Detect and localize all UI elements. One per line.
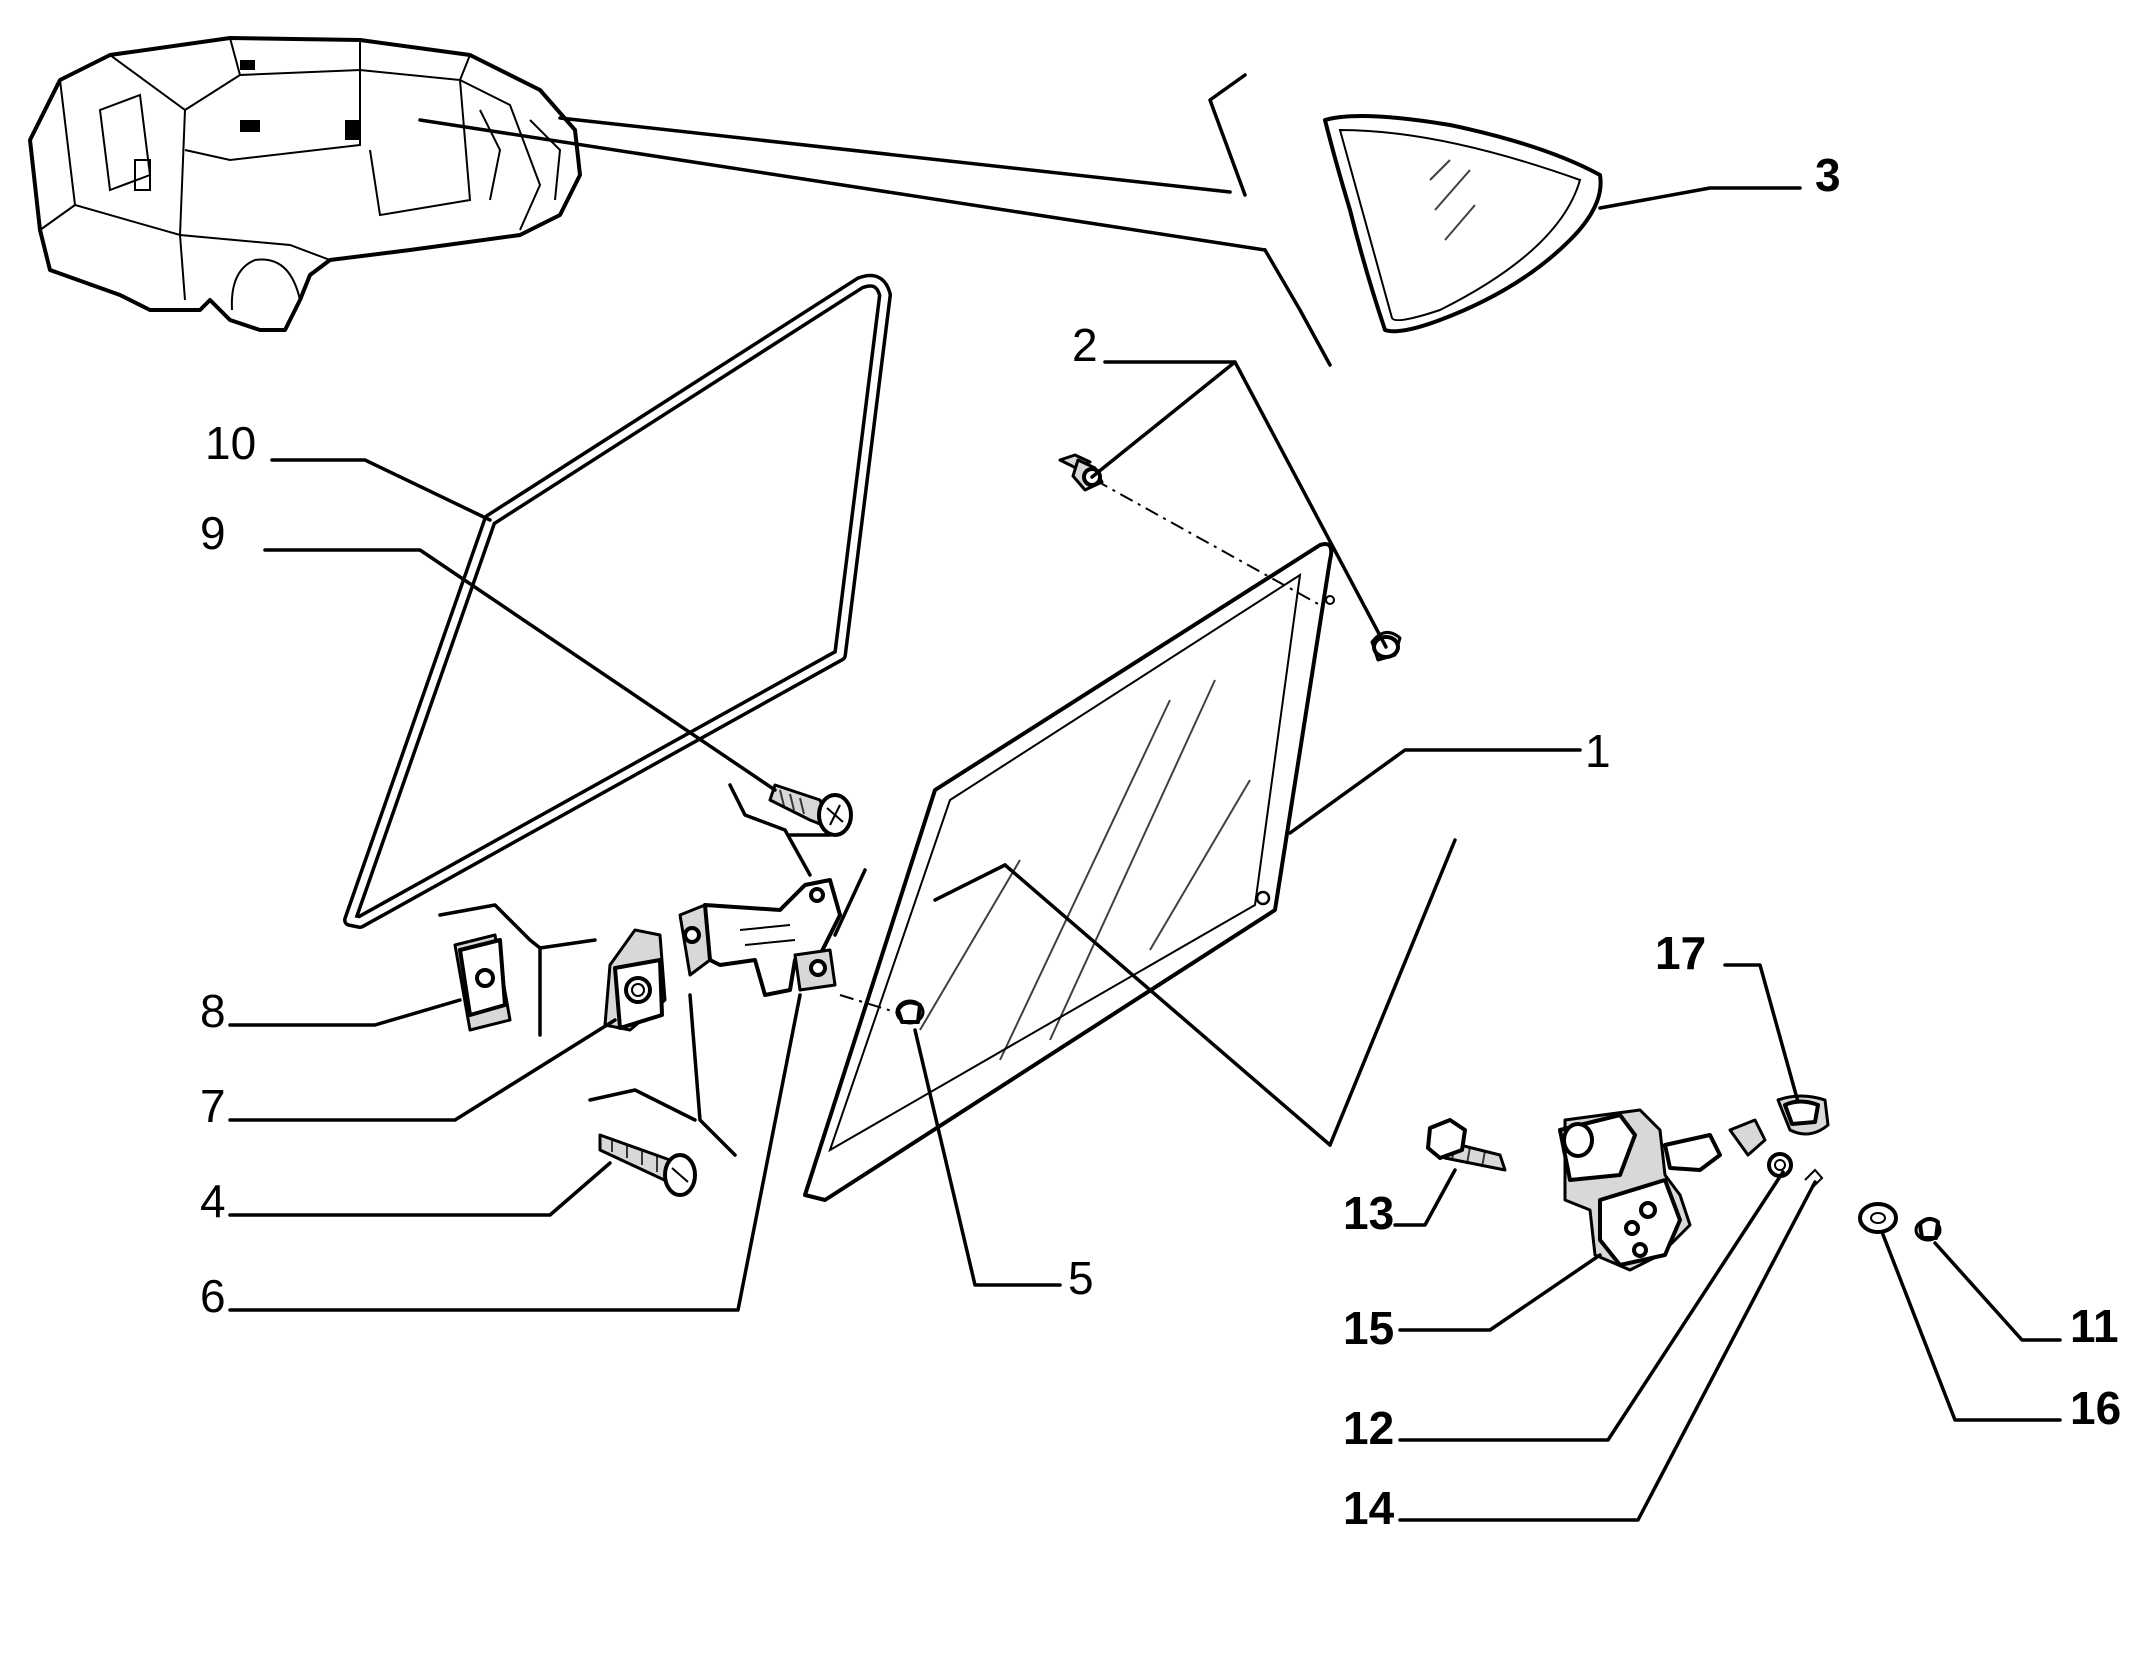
callout-5: 5 xyxy=(1068,1252,1094,1304)
pivot-cap-part xyxy=(895,999,925,1025)
callout-11: 11 xyxy=(2070,1300,2119,1352)
callout-6: 6 xyxy=(200,1270,226,1322)
callout-2: 2 xyxy=(1072,319,1098,371)
callout-1: 1 xyxy=(1585,725,1611,777)
callout-7: 7 xyxy=(200,1080,226,1132)
callout-12: 12 xyxy=(1343,1402,1395,1454)
callout-16: 16 xyxy=(2070,1382,2122,1434)
hinge-assembly-part xyxy=(438,783,867,1157)
frame-seal-part xyxy=(343,273,892,929)
callout-3: 3 xyxy=(1815,149,1841,201)
callout-8: 8 xyxy=(200,985,226,1037)
vehicle-overview-illustration xyxy=(28,36,1267,332)
callout-17: 17 xyxy=(1655,927,1707,979)
callout-10: 10 xyxy=(205,417,257,469)
callout-4: 4 xyxy=(200,1175,226,1227)
hinge-screw-part xyxy=(768,783,853,837)
latch-assembly-part xyxy=(1426,1094,1942,1272)
callout-9: 9 xyxy=(200,507,226,559)
callout-13: 13 xyxy=(1343,1187,1395,1239)
callout-14: 14 xyxy=(1343,1482,1395,1534)
callout-15: 15 xyxy=(1343,1302,1395,1354)
fixing-screw-part xyxy=(1058,453,1402,662)
leader-lines xyxy=(228,186,2062,1522)
self-tapping-screw-part xyxy=(598,1133,697,1197)
quarter-glass-part xyxy=(1208,73,1603,367)
main-glass-part xyxy=(803,479,1457,1202)
